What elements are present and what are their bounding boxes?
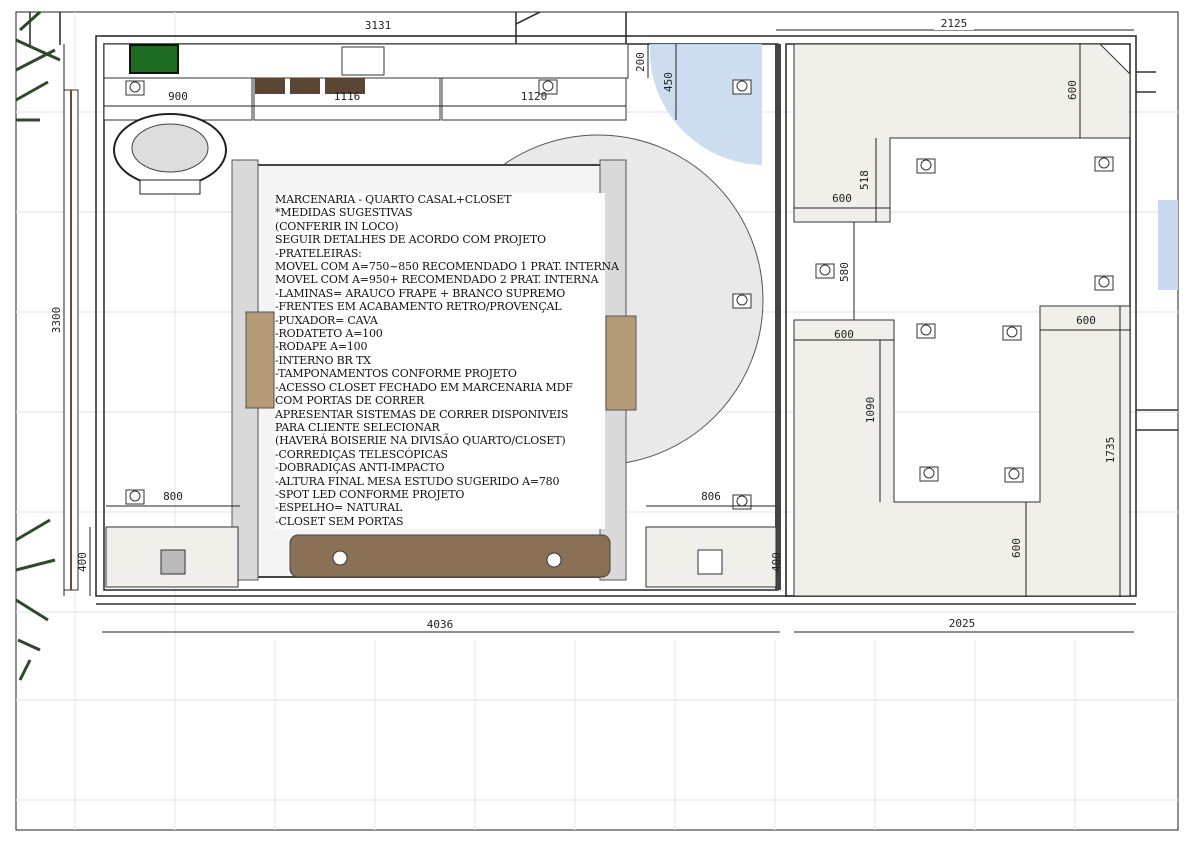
dim-closet-600-bottom: 600 (1010, 538, 1023, 558)
nightstands (105, 526, 777, 588)
dim-closet-1090: 1090 (864, 397, 877, 424)
note-line: (CONFERIR IN LOCO) (275, 219, 399, 233)
dim-nightstand-left: 800 (163, 490, 183, 503)
dim-cabinet-a: 900 (168, 90, 188, 103)
dim-closet-518: 518 (858, 170, 871, 190)
plant (15, 10, 61, 681)
dim-closet-600-top: 600 (1066, 80, 1079, 100)
note-line: -FRENTES EM ACABAMENTO RETRO/PROVENÇAL (275, 300, 562, 314)
note-line: -RODAPE A=100 (275, 340, 368, 354)
note-line: COM PORTAS DE CORRER (275, 394, 425, 408)
armchair (113, 113, 227, 195)
note-line: PARA CLIENTE SELECIONAR (275, 420, 440, 434)
dim-closet-1735: 1735 (1104, 437, 1117, 464)
note-line: MARCENARIA - QUARTO CASAL+CLOSET (275, 193, 512, 206)
dim-bottom-bedroom: 4036 (427, 618, 454, 631)
dim-top-closet: 2125 (941, 17, 968, 30)
note-line: -CORREDIÇAS TELESCÓPICAS (275, 447, 448, 461)
dim-cabinet-b: 1116 (334, 90, 361, 103)
dim-nightstand-right: 806 (701, 490, 721, 503)
note-line: MOVEL COM A=750~850 RECOMENDADO 1 PRAT. … (275, 260, 619, 274)
right-window (1158, 200, 1178, 290)
note-line: -LAMINAS= ARAUCO FRAPE + BRANCO SUPREMO (275, 286, 566, 300)
door-swing (649, 44, 762, 165)
top-cabinets (103, 43, 629, 121)
dim-closet-600-b: 600 (834, 328, 854, 341)
note-line: -INTERNO BR TX (275, 353, 371, 367)
note-line: -TAMPONAMENTOS CONFORME PROJETO (275, 367, 517, 381)
dim-closet-580: 580 (838, 262, 851, 282)
note-line: *MEDIDAS SUGESTIVAS (275, 206, 413, 220)
note-line: MOVEL COM A=950+ RECOMENDADO 2 PRAT. INT… (275, 273, 599, 287)
note-line: -ALTURA FINAL MESA ESTUDO SUGERIDO A=780 (275, 474, 560, 488)
note-line: -PUXADOR= CAVA (275, 313, 378, 327)
dim-nightstand-left-depth: 400 (76, 552, 89, 572)
dim-closet-600-c: 600 (1076, 314, 1096, 327)
note-line: -CLOSET SEM PORTAS (275, 514, 404, 528)
note-line: -PRATELEIRAS: (275, 246, 362, 260)
note-line: -RODATETO A=100 (275, 327, 383, 341)
dim-wall-200: 200 (634, 52, 647, 72)
dim-left-height: 3300 (50, 307, 63, 334)
note-line: -ESPELHO= NATURAL (275, 501, 403, 515)
dim-cabinet-c: 1120 (521, 90, 548, 103)
joinery-notes: MARCENARIA - QUARTO CASAL+CLOSET *MEDIDA… (275, 193, 619, 529)
dim-wall-450: 450 (662, 72, 675, 92)
note-line: -DOBRADIÇAS ANTI-IMPACTO (275, 461, 445, 475)
dimension-labels: 3131 2125 900 1116 1120 200 450 3300 600… (50, 16, 1117, 631)
note-line: APRESENTAR SISTEMAS DE CORRER DISPONIVEI… (275, 407, 569, 421)
note-line: (HAVERÁ BOISERIE NA DIVISÃO QUARTO/CLOSE… (275, 434, 566, 448)
dim-closet-600-a: 600 (832, 192, 852, 205)
note-line: SEGUIR DETALHES DE ACORDO COM PROJETO (275, 233, 546, 247)
dim-top-bedroom: 3131 (365, 19, 392, 32)
closet-counters (793, 43, 1131, 597)
dim-nightstand-right-depth: 400 (770, 552, 783, 572)
dim-bottom-closet: 2025 (949, 617, 976, 630)
note-line: -SPOT LED CONFORME PROJETO (275, 487, 465, 501)
note-line: -ACESSO CLOSET FECHADO EM MARCENARIA MDF (275, 380, 573, 394)
